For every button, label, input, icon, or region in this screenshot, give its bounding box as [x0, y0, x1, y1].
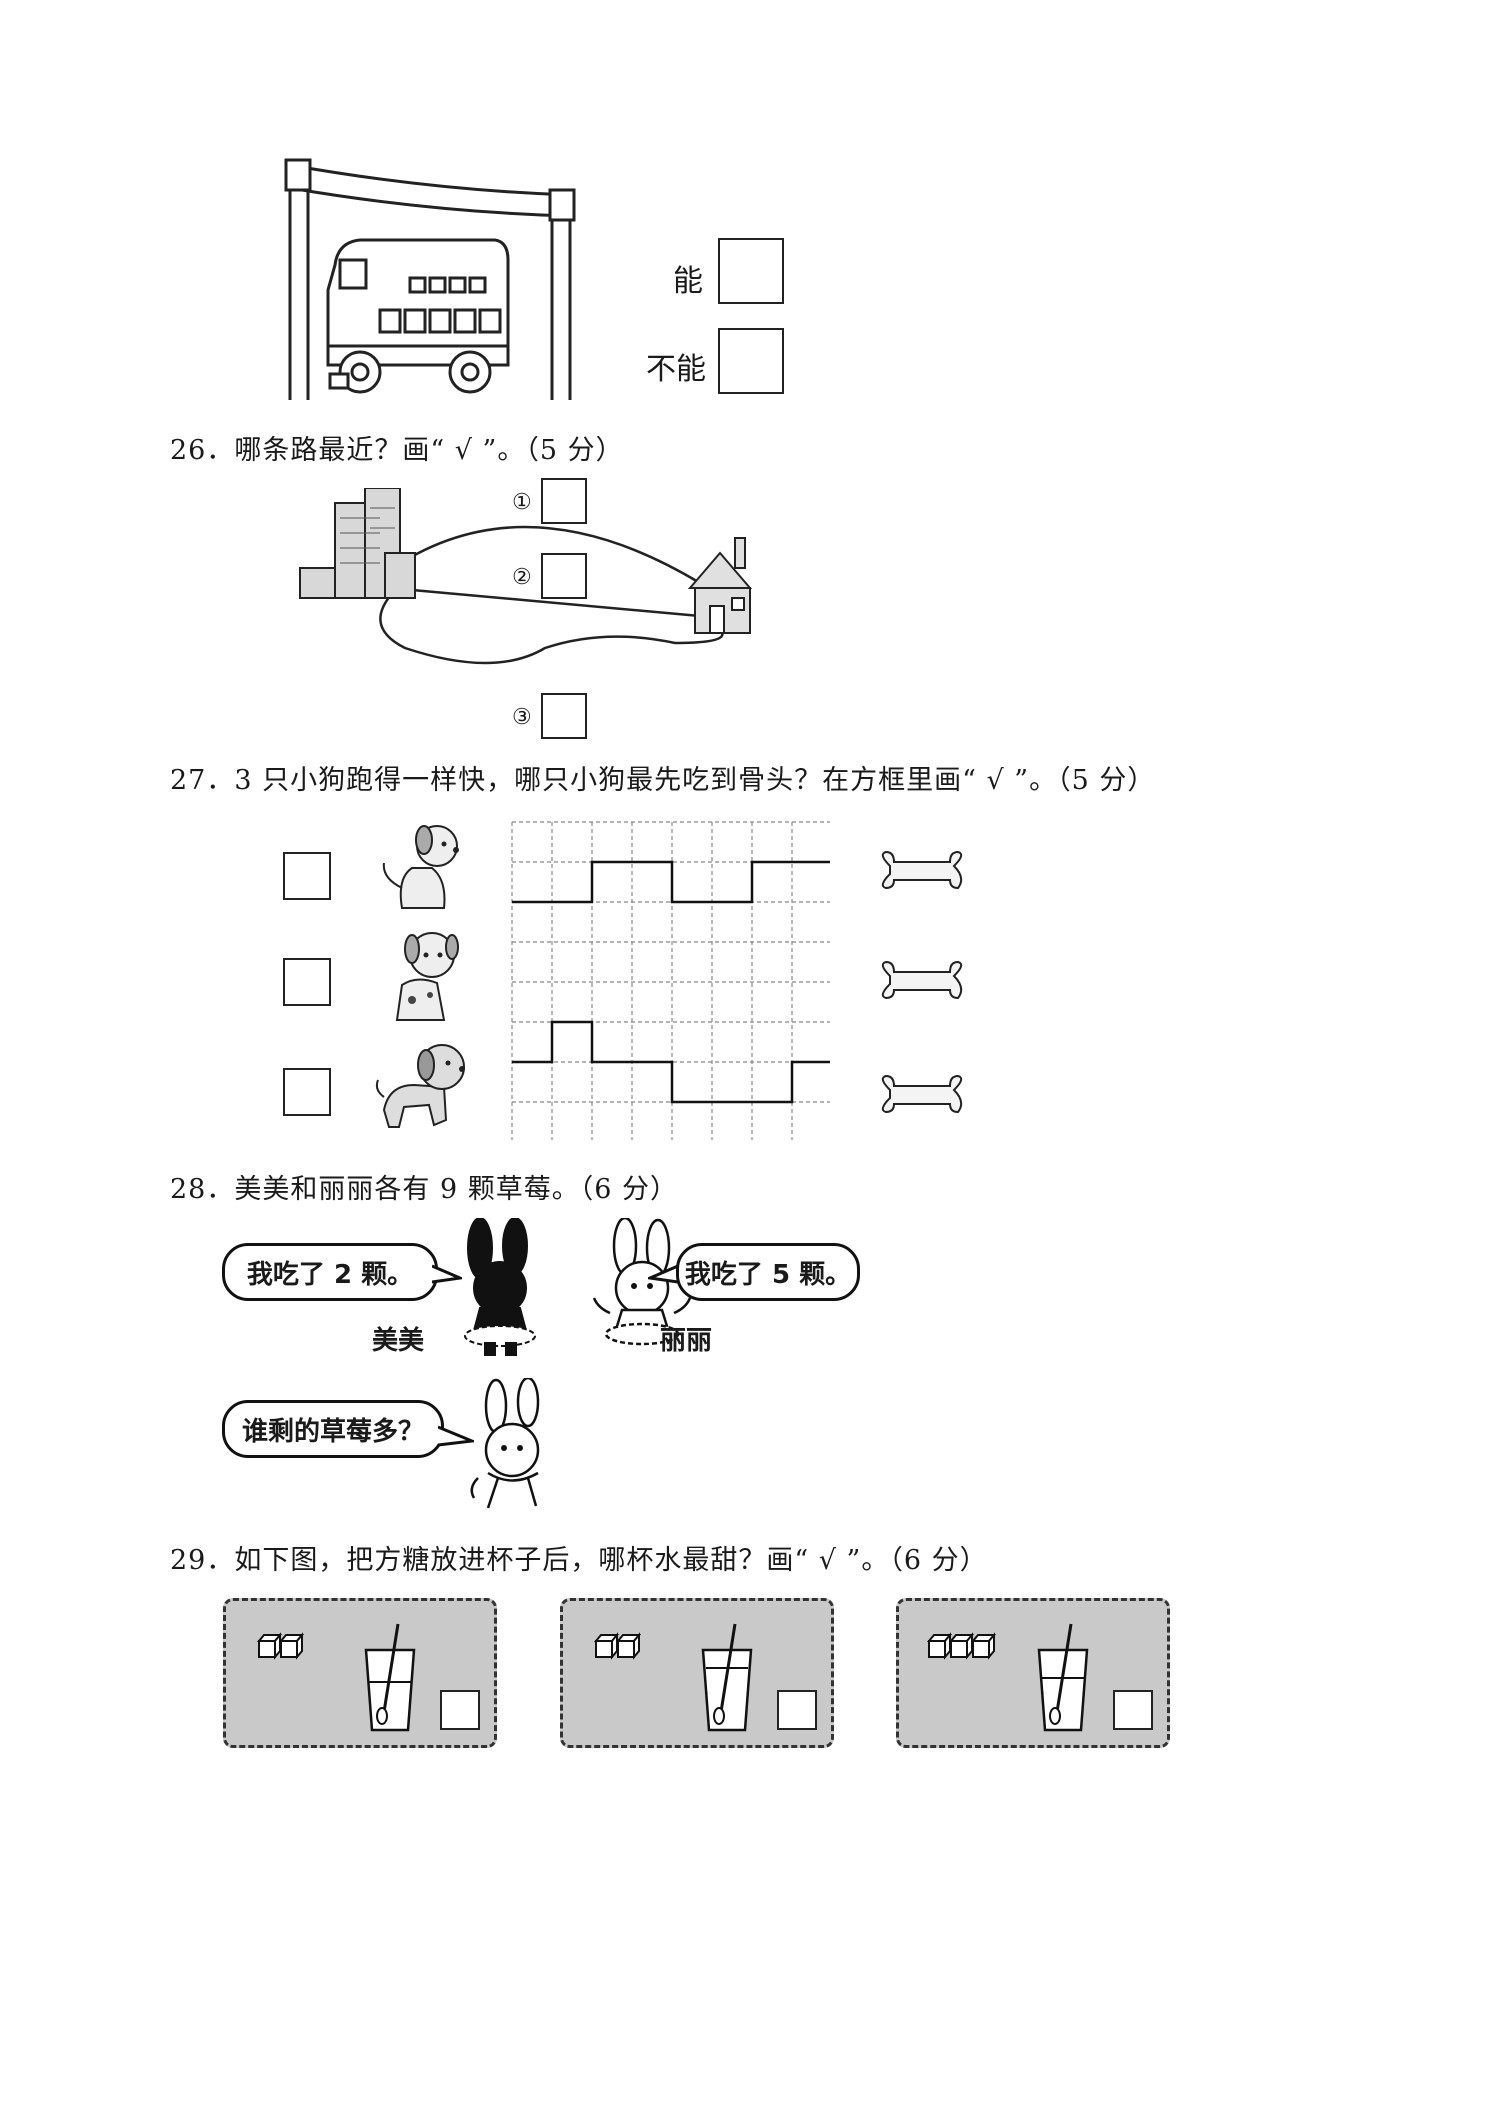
bone-1-icon: [881, 850, 963, 890]
question-26-text: 26．哪条路最近？画“ √ ”。（5 分）: [170, 435, 624, 466]
dog-2-icon: [395, 932, 459, 1021]
answer-box-dog-3[interactable]: [283, 1068, 331, 1116]
route-2-label: ②: [512, 565, 532, 590]
bone-3-icon: [881, 1074, 963, 1114]
speech-bubble-question: 谁剩的草莓多？: [222, 1400, 444, 1458]
route-3-label: ③: [512, 705, 532, 730]
sugar-cube-icon: [615, 1632, 642, 1660]
sugar-cube-icon: [970, 1632, 997, 1660]
answer-box-cup-3[interactable]: [1113, 1690, 1153, 1730]
route-1-label: ①: [512, 490, 532, 515]
race-grid: [511, 821, 830, 1140]
bus-banner-illustration: [284, 158, 576, 400]
sugar-cubes-3: [926, 1632, 997, 1660]
answer-box-route-1[interactable]: [541, 478, 587, 524]
dog-3-icon: [375, 1044, 465, 1128]
name-meimei: 美美: [372, 1326, 425, 1356]
sugar-cube-icon: [256, 1632, 283, 1660]
bubble-tail-lili: [648, 1264, 678, 1284]
dog-1-icon: [382, 825, 459, 909]
answer-box-cannot[interactable]: [718, 328, 784, 394]
bubble-tail-meimei: [432, 1264, 462, 1284]
answer-box-dog-2[interactable]: [283, 958, 331, 1006]
routes-illustration: [299, 488, 753, 665]
answer-box-cup-1[interactable]: [440, 1690, 480, 1730]
question-rabbit-icon: [470, 1378, 540, 1509]
glass-3-icon: [1037, 1623, 1089, 1732]
option-cannot-label: 不能: [646, 352, 706, 387]
glass-1-icon: [364, 1623, 416, 1732]
bone-2-icon: [881, 960, 963, 1000]
answer-box-route-3[interactable]: [541, 693, 587, 739]
question-29-text: 29．如下图，把方糖放进杯子后，哪杯水最甜？画“ √ ”。（6 分）: [170, 1545, 988, 1576]
answer-box-can[interactable]: [718, 238, 784, 304]
answer-box-cup-2[interactable]: [777, 1690, 817, 1730]
option-can-label: 能: [673, 264, 703, 299]
sugar-cube-icon: [593, 1632, 620, 1660]
meimei-rabbit-icon: [464, 1218, 536, 1356]
speech-bubble-lili: 我吃了 5 颗。: [676, 1243, 860, 1301]
sugar-cube-icon: [948, 1632, 975, 1660]
sugar-cube-icon: [278, 1632, 305, 1660]
sugar-cubes-2: [593, 1632, 642, 1660]
question-28-text: 28．美美和丽丽各有 9 颗草莓。（6 分）: [170, 1174, 678, 1205]
name-lili: 丽丽: [660, 1326, 713, 1356]
glass-2-icon: [701, 1623, 753, 1732]
answer-box-route-2[interactable]: [541, 553, 587, 599]
dog-path-1: [512, 860, 830, 904]
speech-bubble-meimei: 我吃了 2 颗。: [222, 1243, 438, 1301]
sugar-cube-icon: [926, 1632, 953, 1660]
dog-path-2: [512, 1020, 830, 1104]
answer-box-dog-1[interactable]: [283, 852, 331, 900]
bubble-tail-question: [438, 1425, 474, 1447]
sugar-cubes-1: [256, 1632, 305, 1660]
question-27-text: 27．3 只小狗跑得一样快，哪只小狗最先吃到骨头？在方框里画“ √ ”。（5 分…: [170, 765, 1156, 796]
